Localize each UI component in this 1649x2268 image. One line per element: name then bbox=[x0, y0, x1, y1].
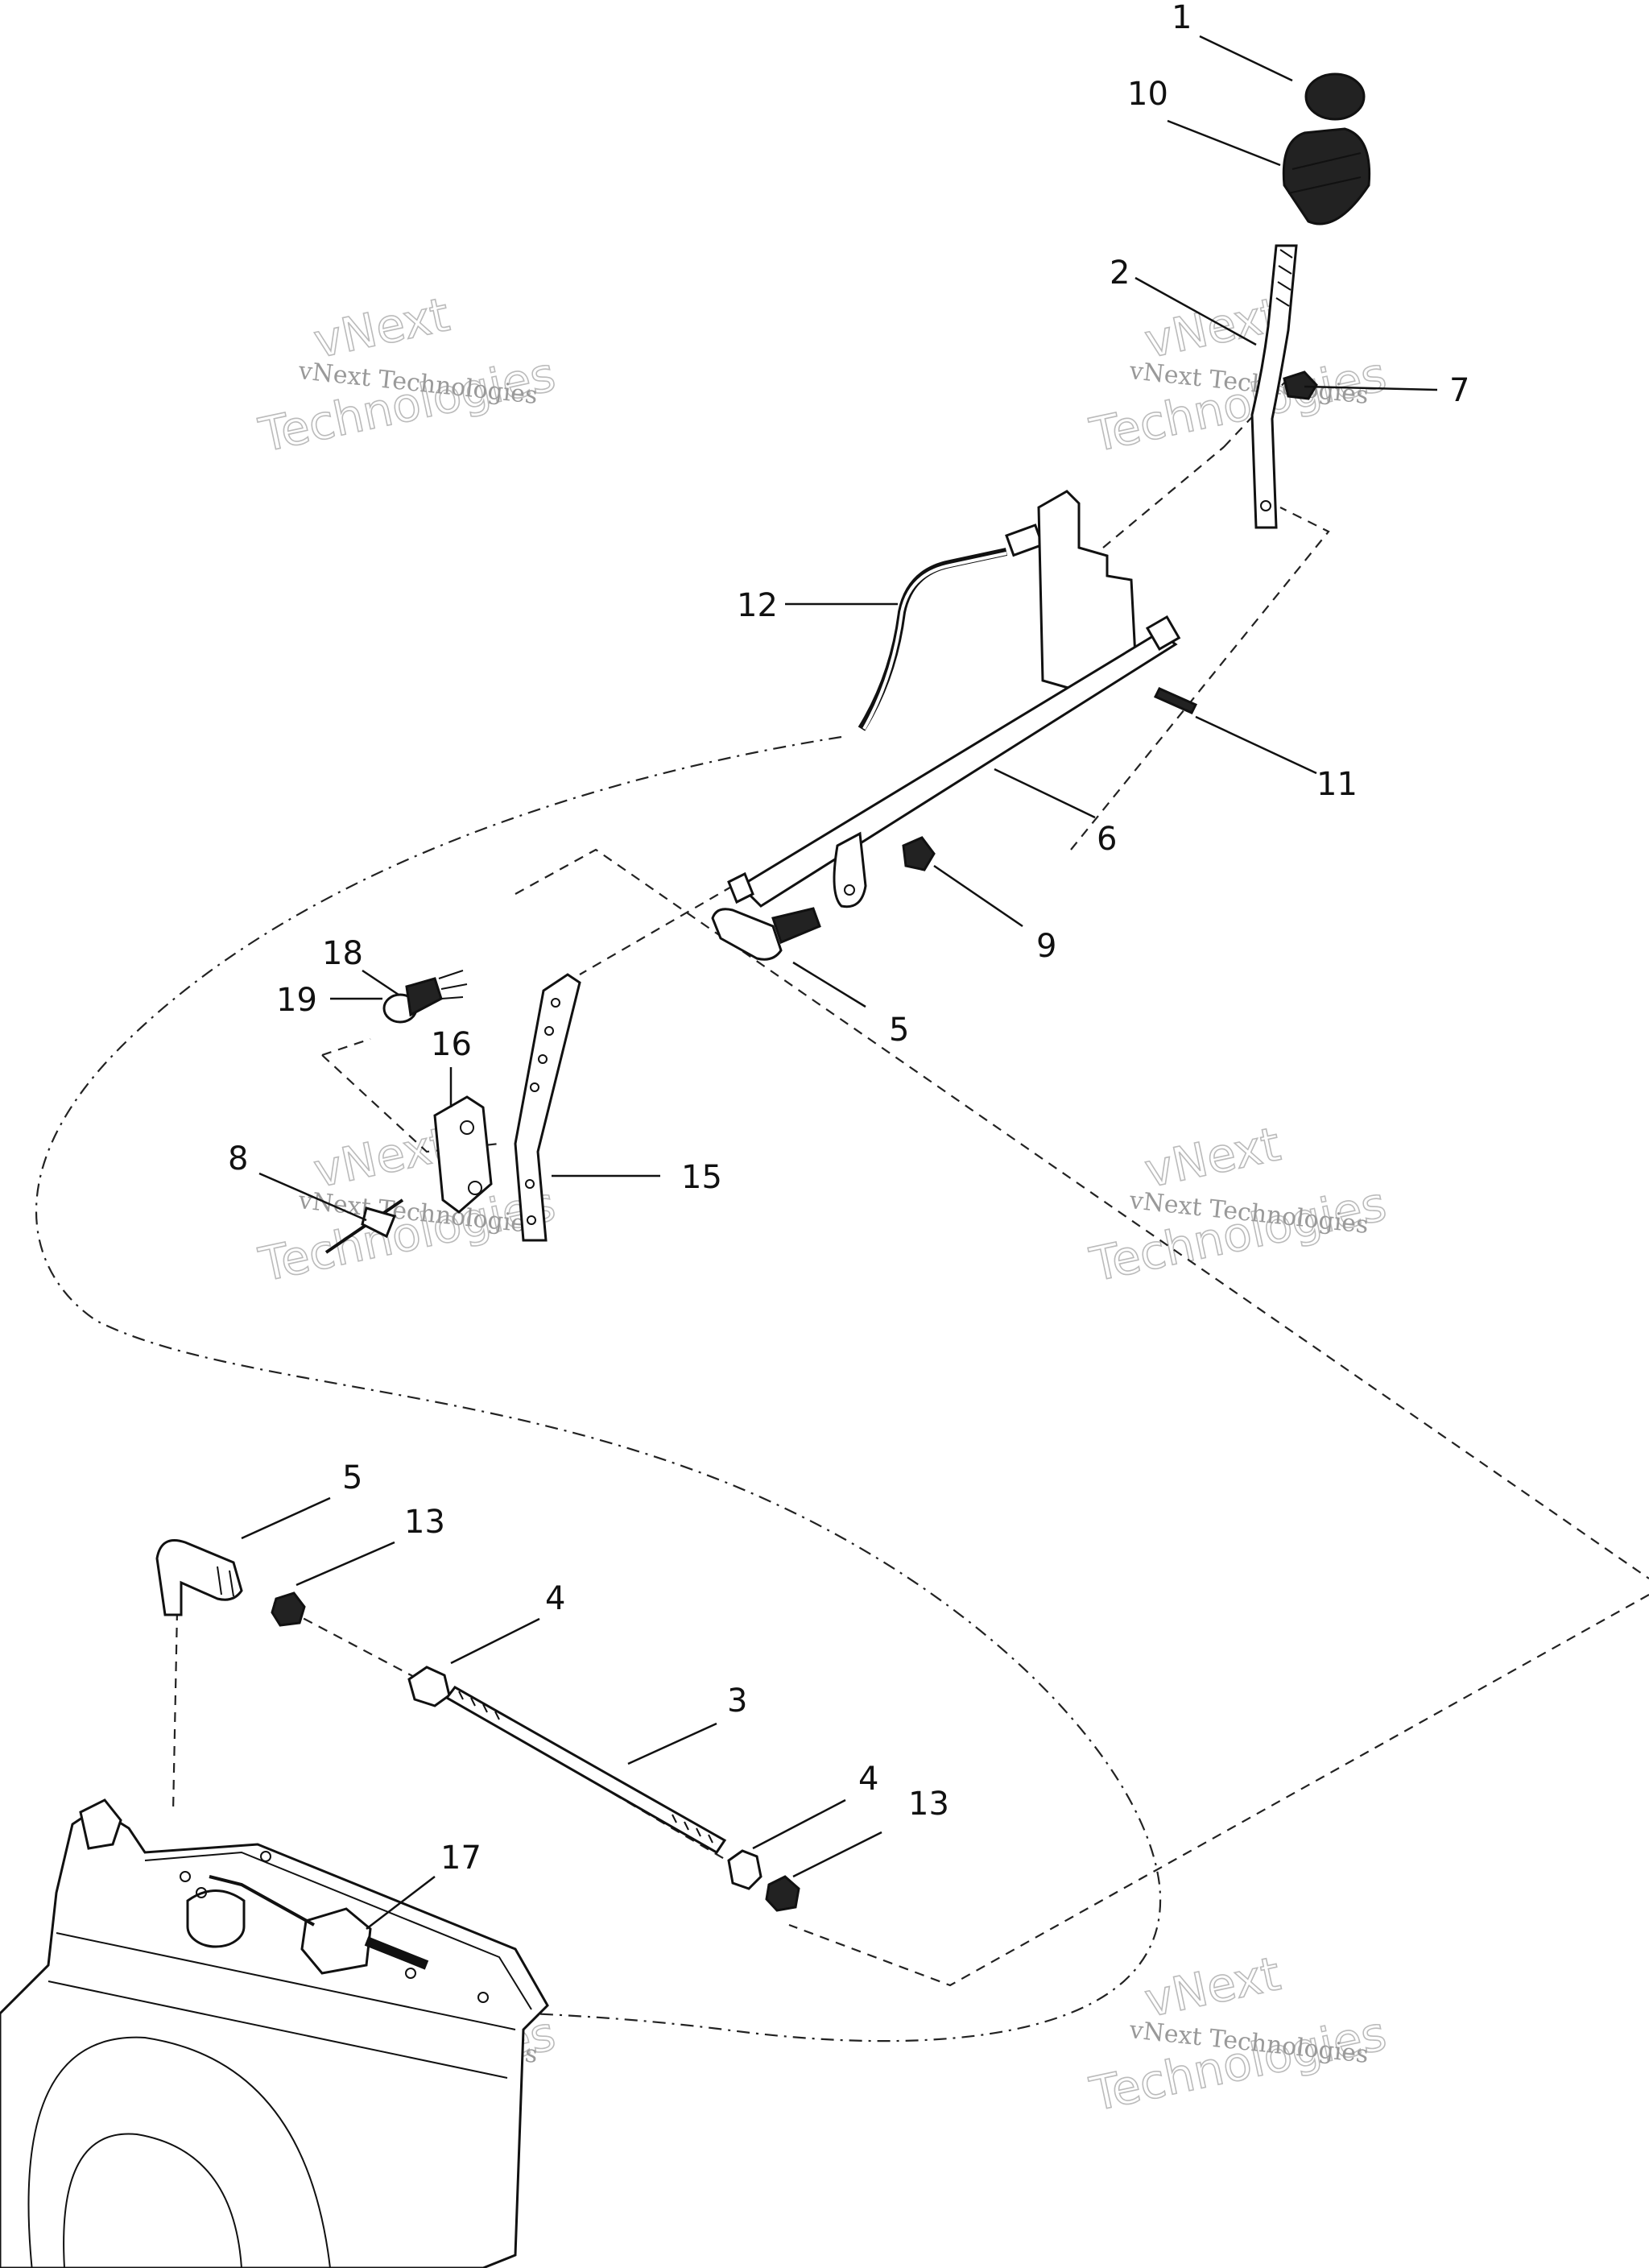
part-17-transmission-housing[interactable] bbox=[0, 1798, 549, 2268]
callout-2: 2 bbox=[1110, 255, 1130, 292]
callout-5-upper: 5 bbox=[889, 1012, 909, 1049]
part-2-shift-lever[interactable] bbox=[1250, 244, 1298, 529]
part-5-elbow-fitting-upper[interactable] bbox=[711, 907, 821, 961]
part-5-elbow-fitting-lower[interactable] bbox=[155, 1539, 243, 1616]
part-8-screw[interactable] bbox=[324, 1198, 404, 1254]
leader-lines bbox=[241, 35, 1438, 1930]
watermark-middle-right: vNext Technologies vNext Technologies bbox=[1085, 1115, 1391, 1293]
part-12-cable[interactable] bbox=[858, 524, 1044, 731]
watermarks: vNext Technologies vNext Technologies vN… bbox=[254, 286, 1391, 2122]
part-6-shift-shaft[interactable] bbox=[727, 490, 1181, 908]
callout-3: 3 bbox=[727, 1682, 747, 1720]
part-10-boot[interactable] bbox=[1282, 127, 1371, 226]
callout-labels: 1 10 2 7 12 11 6 9 5 18 19 16 15 8 5 13 … bbox=[228, 0, 1469, 1877]
part-7-nut[interactable] bbox=[1283, 370, 1318, 400]
callout-13-lower: 13 bbox=[908, 1786, 949, 1823]
watermark-large-1: vNext bbox=[1140, 1946, 1285, 2028]
diagonal-guide-line bbox=[515, 848, 1649, 1579]
part-3-threaded-rod[interactable] bbox=[444, 1686, 727, 1854]
callout-11: 11 bbox=[1316, 766, 1358, 803]
callout-8: 8 bbox=[228, 1140, 248, 1177]
shaft-to-bracket-guide bbox=[579, 885, 734, 975]
part-13-nut-lower[interactable] bbox=[765, 1875, 800, 1912]
callout-19: 19 bbox=[276, 982, 317, 1019]
callout-18: 18 bbox=[322, 935, 363, 972]
callout-7: 7 bbox=[1449, 372, 1469, 409]
part-9-bushing[interactable] bbox=[902, 836, 936, 871]
callout-6: 6 bbox=[1097, 821, 1117, 858]
watermark-large-1: vNext bbox=[309, 287, 454, 369]
callout-15: 15 bbox=[681, 1159, 722, 1196]
part-18-19-connector[interactable] bbox=[382, 970, 468, 1024]
watermark-top-left: vNext Technologies vNext Technologies bbox=[254, 286, 560, 463]
part-15-bracket[interactable] bbox=[514, 973, 581, 1242]
part-4-nut-upper[interactable] bbox=[407, 1666, 451, 1707]
assembly-guide-lines bbox=[35, 378, 1649, 2042]
part-1-cap[interactable] bbox=[1304, 72, 1366, 121]
callout-5-lower: 5 bbox=[342, 1459, 362, 1496]
lever-guide bbox=[1070, 507, 1330, 850]
watermark-top-right: vNext Technologies vNext Technologies bbox=[1085, 286, 1391, 463]
callout-9: 9 bbox=[1036, 928, 1056, 965]
part-11-pin[interactable] bbox=[1153, 687, 1198, 714]
part-4-nut-lower[interactable] bbox=[727, 1849, 763, 1890]
callout-17: 17 bbox=[440, 1840, 481, 1877]
callout-4-upper: 4 bbox=[545, 1580, 565, 1617]
watermark-middle-left: vNext Technologies vNext Technologies bbox=[254, 1115, 560, 1293]
watermark-large-1: vNext bbox=[1140, 1116, 1285, 1198]
loop-guide-line bbox=[35, 735, 1162, 2042]
callout-13-upper: 13 bbox=[404, 1504, 445, 1541]
callout-1: 1 bbox=[1172, 0, 1192, 36]
callout-12: 12 bbox=[737, 587, 778, 624]
callout-10: 10 bbox=[1127, 76, 1168, 113]
callout-16: 16 bbox=[431, 1026, 472, 1063]
rod-axis-guide bbox=[273, 1602, 742, 1869]
lower-diagonal-guide bbox=[788, 1594, 1649, 1987]
lever-bracket-guide bbox=[1102, 378, 1289, 548]
vertical-elbow-guide bbox=[172, 1610, 179, 1813]
watermark-bottom-right: vNext Technologies vNext Technologies bbox=[1085, 1945, 1391, 2122]
part-13-nut-upper[interactable] bbox=[271, 1591, 306, 1627]
part-16-bracket-plate[interactable] bbox=[433, 1095, 493, 1214]
watermark-large-1: vNext bbox=[309, 1116, 454, 1198]
callout-4-lower: 4 bbox=[858, 1761, 878, 1798]
